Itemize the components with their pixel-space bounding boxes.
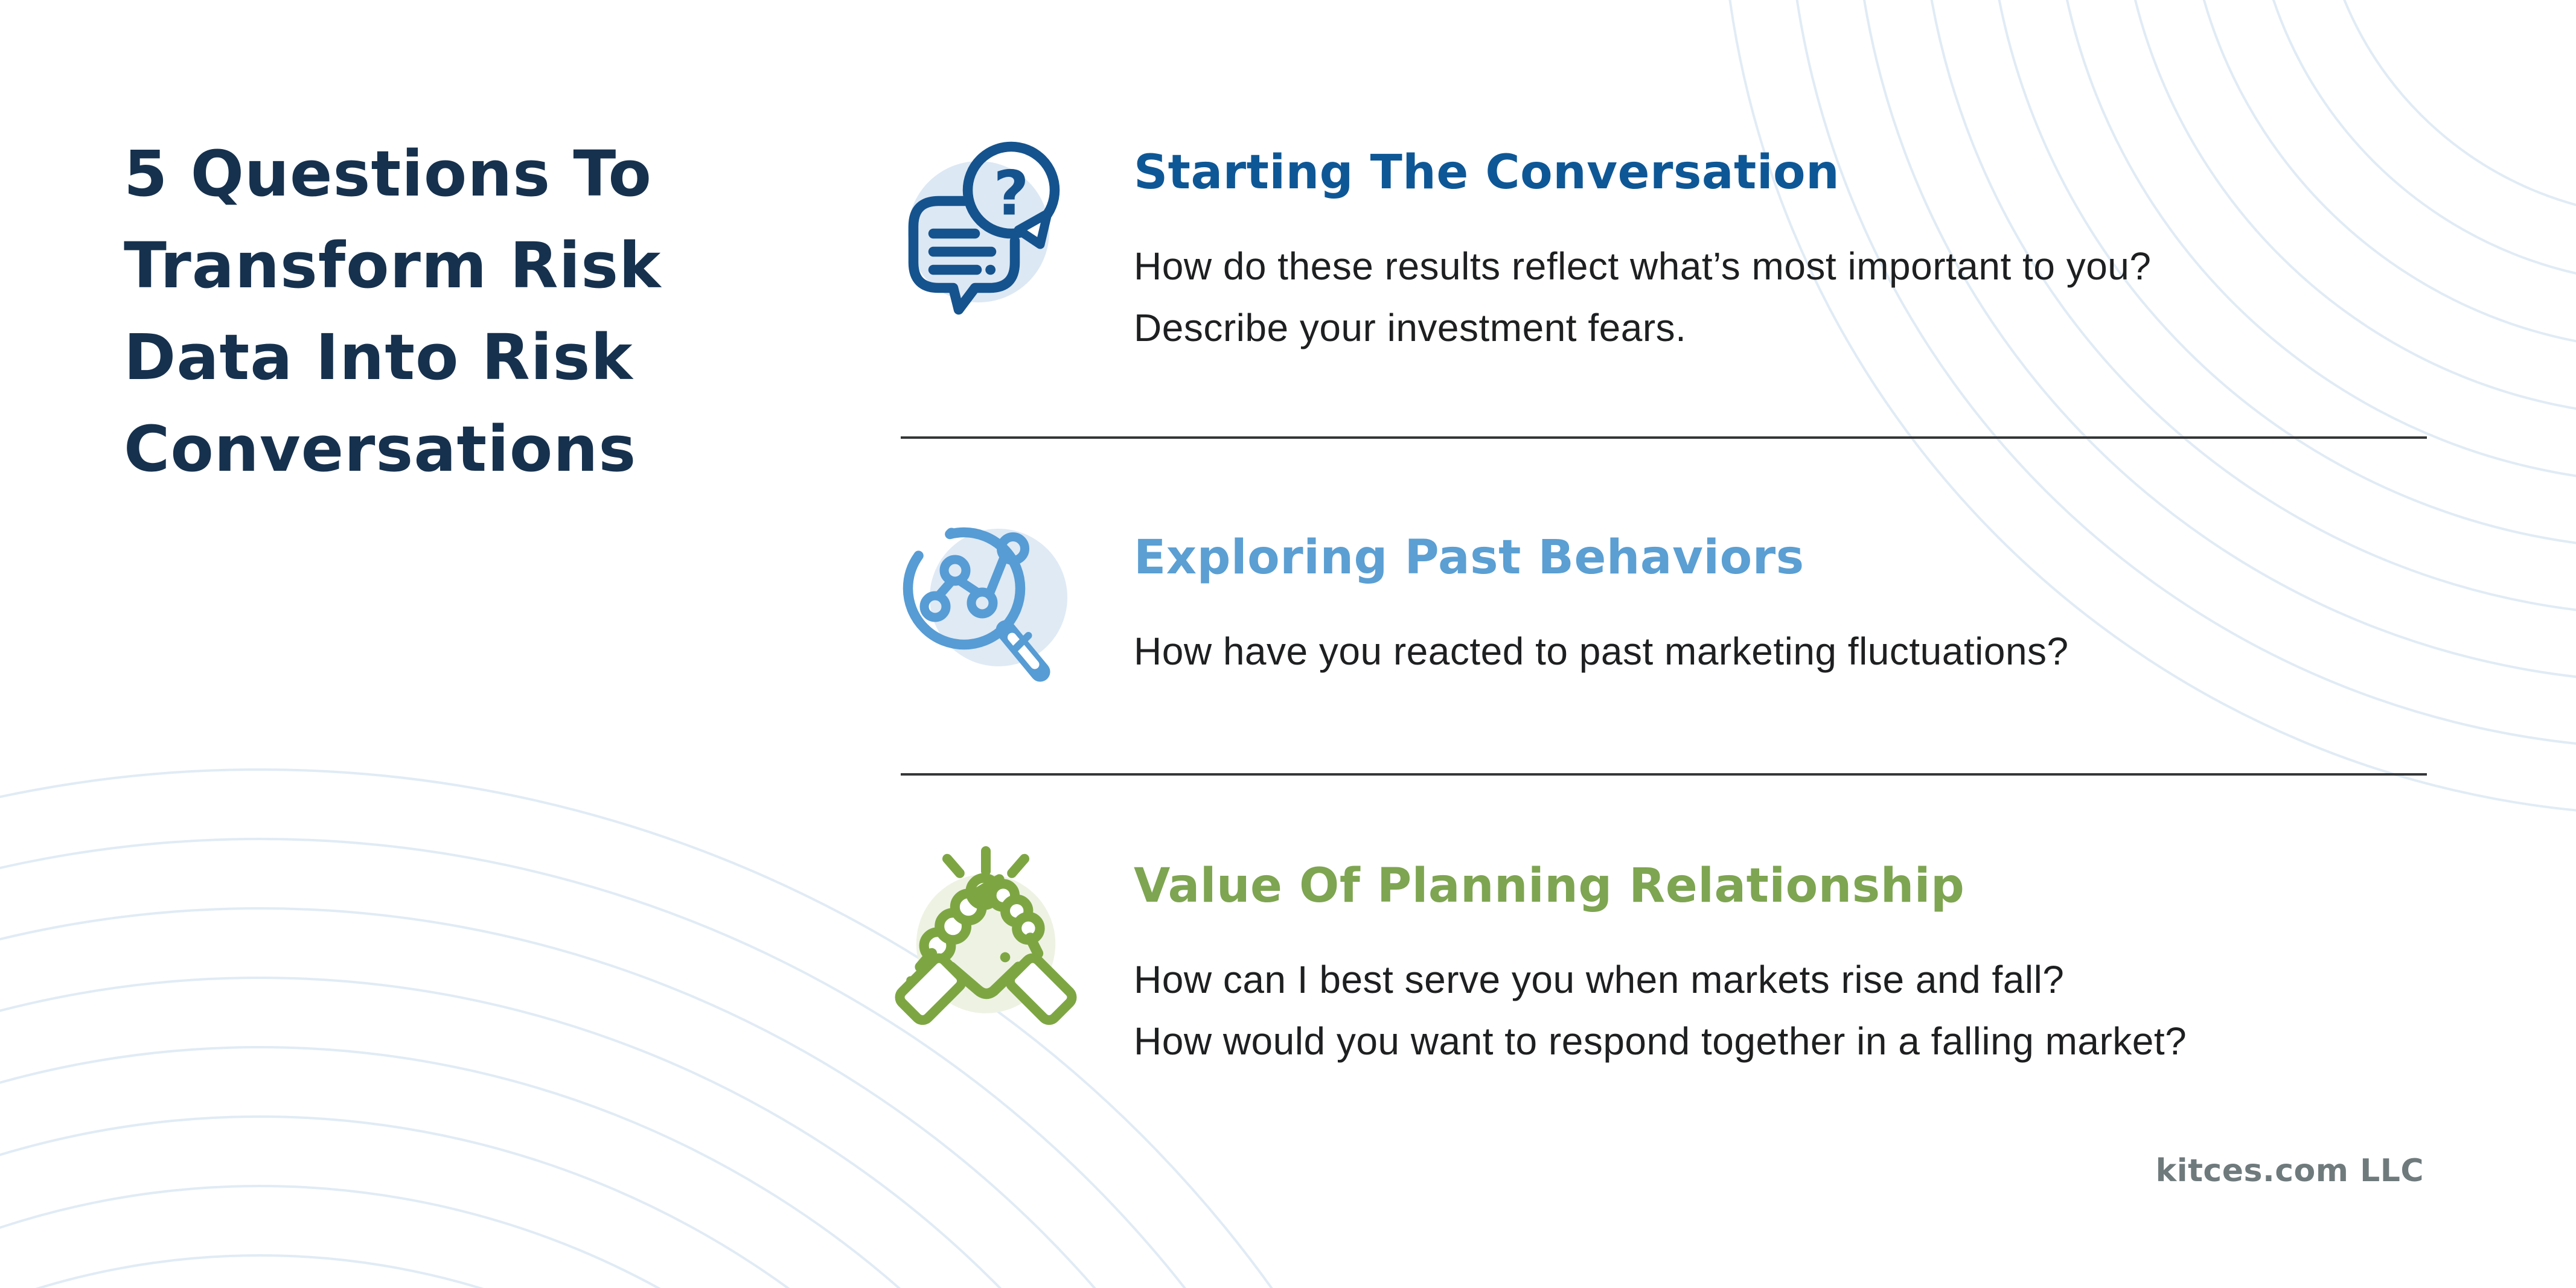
section-exploring-behaviors: Exploring Past Behaviors How have you re…: [1134, 529, 2546, 682]
sparkle-rays: [942, 846, 1029, 878]
section-heading: Starting The Conversation: [1134, 145, 1840, 200]
title-line: 5 Questions To: [124, 137, 652, 211]
question-bubble-tail: [1014, 209, 1052, 249]
right-sleeve: [1005, 953, 1077, 1025]
title-line: Transform Risk: [124, 229, 662, 302]
section-starting-conversation: Starting The Conversation How do these r…: [1134, 144, 2546, 359]
magnifier-chart-icon: [895, 514, 1076, 698]
question-glyph: ?: [993, 158, 1029, 230]
section-body-line: How do these results reflect what’s most…: [1134, 244, 2152, 288]
section-divider: [901, 773, 2427, 776]
clasped-hands: [919, 873, 1045, 964]
chat-question-icon: ?: [895, 136, 1076, 320]
footer-credit: kitces.com LLC: [2155, 1153, 2424, 1189]
page-title: 5 Questions To Transform Risk Data Into …: [124, 128, 927, 495]
speech-bubble: [908, 196, 1020, 315]
section-body-line: How would you want to respond together i…: [1134, 1019, 2187, 1063]
section-body-line: Describe your investment fears.: [1134, 306, 1687, 349]
question-bubble: [962, 141, 1060, 239]
section-divider: [901, 436, 2427, 439]
lens-circle: [903, 527, 1026, 650]
ripple-group-top-right: [1728, 0, 2576, 812]
section-heading: Exploring Past Behaviors: [1134, 531, 1804, 585]
title-line: Conversations: [124, 412, 637, 486]
handshake-icon: [889, 832, 1082, 1028]
section-body-line: How have you reacted to past marketing f…: [1134, 630, 2069, 673]
title-line: Data Into Risk: [124, 320, 633, 394]
section-heading: Value Of Planning Relationship: [1134, 859, 1965, 913]
left-sleeve: [895, 953, 967, 1025]
section-body-line: How can I best serve you when markets ri…: [1134, 958, 2065, 1001]
section-planning-relationship: Value Of Planning Relationship How can I…: [1134, 857, 2546, 1072]
ripple-group-bottom-left: [0, 768, 1273, 1288]
